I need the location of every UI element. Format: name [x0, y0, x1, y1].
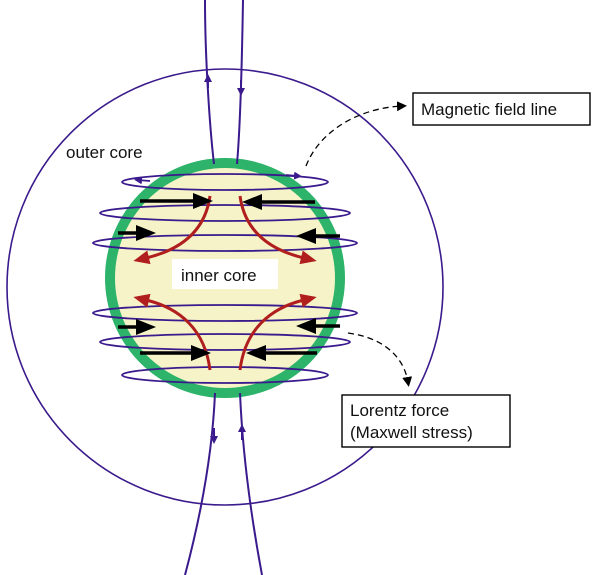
outer-core-boundary: [6, 68, 444, 506]
toroidal-loop-arrows: [134, 171, 302, 185]
polar-field-line-top-left: [204, 0, 215, 165]
magnetic-field-line-callout: [305, 101, 407, 167]
polar-field-line-bottom-right: [239, 392, 263, 575]
magnetic-field-line-box: [412, 92, 591, 126]
lorentz-force-callout: [347, 332, 413, 387]
toroidal-field-loops: [92, 173, 358, 384]
force-arrows: [118, 193, 340, 361]
inner-core-label-bg: [172, 259, 278, 289]
magnetic-field-line-label: Magnetic field line: [421, 100, 557, 119]
lorentz-force-box: [341, 394, 511, 448]
toroidal-loop-3: [92, 234, 358, 252]
lorentz-force-label-line2: (Maxwell stress): [350, 423, 473, 442]
flow-arrow-lower-right: [238, 293, 317, 371]
toroidal-loop-1: [121, 173, 329, 191]
toroidal-loop-6: [121, 366, 329, 384]
outer-core-label: outer core: [66, 143, 143, 162]
lorentz-force-label-line1: Lorentz force: [350, 401, 449, 420]
toroidal-loop-4: [92, 304, 358, 322]
toroidal-loop-2: [99, 204, 351, 222]
toroidal-arrow-2: [134, 176, 151, 185]
inner-core-label: inner core: [181, 266, 257, 285]
polar-field-line-bottom-left: [184, 392, 216, 575]
polar-field-arrows: [204, 74, 246, 444]
toroidal-loop-5: [99, 333, 351, 351]
toroidal-arrow-1: [285, 171, 302, 180]
